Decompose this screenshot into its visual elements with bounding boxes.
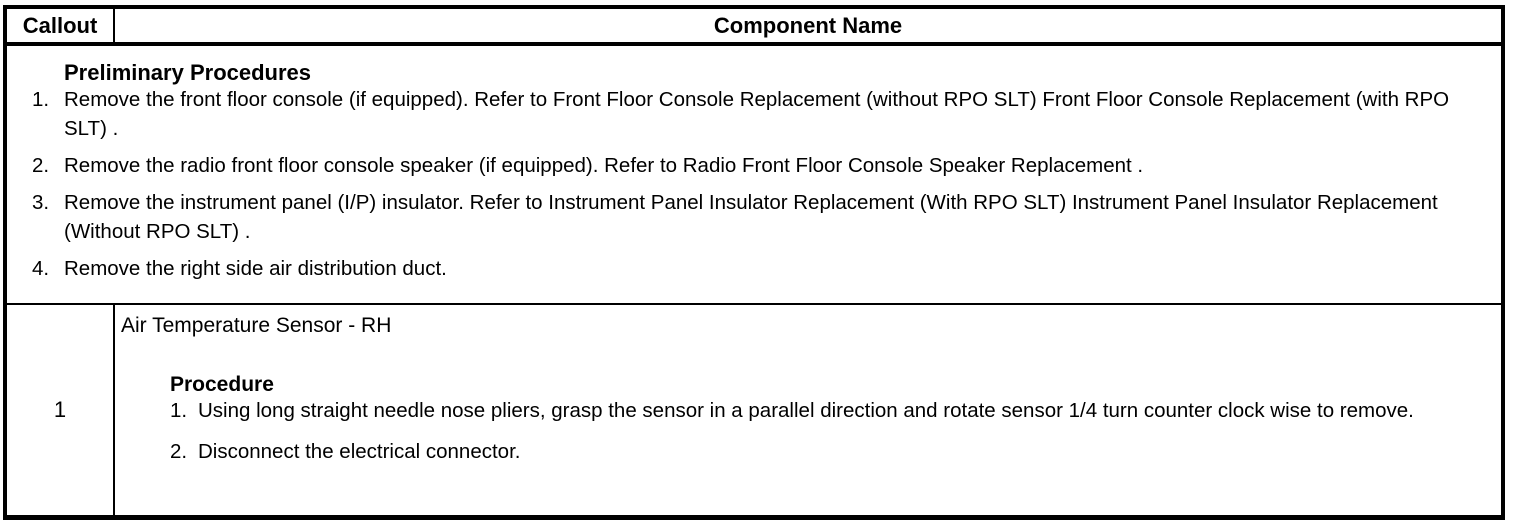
table-row: 1 Air Temperature Sensor - RH Procedure … xyxy=(7,305,1501,515)
component-name: Air Temperature Sensor - RH xyxy=(121,314,392,337)
component-name-column-header: Component Name xyxy=(713,12,903,38)
preliminary-procedures-row: Preliminary Procedures 1. Remove the fro… xyxy=(7,46,1501,305)
list-item: 2. Disconnect the electrical connector. xyxy=(121,437,1501,466)
list-item: 4. Remove the right side air distributio… xyxy=(7,254,1501,283)
step-number: 2. xyxy=(32,154,50,177)
step-text: Remove the radio front floor console spe… xyxy=(64,154,1144,177)
preliminary-procedures-title: Preliminary Procedures xyxy=(64,60,312,85)
table-header-row: Callout Component Name xyxy=(7,9,1501,46)
step-text: Disconnect the electrical connector. xyxy=(198,440,521,463)
step-number: 4. xyxy=(32,257,50,280)
step-number: 1. xyxy=(170,399,188,422)
procedure-steps-list: 1. Using long straight needle nose plier… xyxy=(121,396,1501,466)
list-item: 1. Remove the front floor console (if eq… xyxy=(7,85,1501,143)
callout-column-header: Callout xyxy=(7,9,115,42)
callout-number-cell: 1 xyxy=(7,305,115,515)
step-text: Using long straight needle nose pliers, … xyxy=(198,399,1414,422)
step-number: 3. xyxy=(32,191,50,214)
list-item: 2. Remove the radio front floor console … xyxy=(7,151,1501,180)
list-item: 1. Using long straight needle nose plier… xyxy=(121,396,1501,425)
callout-component-table: Callout Component Name Preliminary Proce… xyxy=(3,5,1505,520)
list-item: 3. Remove the instrument panel (I/P) ins… xyxy=(7,188,1501,246)
procedure-title: Procedure xyxy=(170,373,274,396)
step-number: 2. xyxy=(170,440,188,463)
step-text: Remove the front floor console (if equip… xyxy=(64,88,1450,140)
component-cell: Air Temperature Sensor - RH Procedure 1.… xyxy=(115,305,1501,515)
step-text: Remove the instrument panel (I/P) insula… xyxy=(64,191,1438,243)
preliminary-steps-list: 1. Remove the front floor console (if eq… xyxy=(7,85,1501,283)
step-number: 1. xyxy=(32,88,50,111)
step-text: Remove the right side air distribution d… xyxy=(64,257,447,280)
